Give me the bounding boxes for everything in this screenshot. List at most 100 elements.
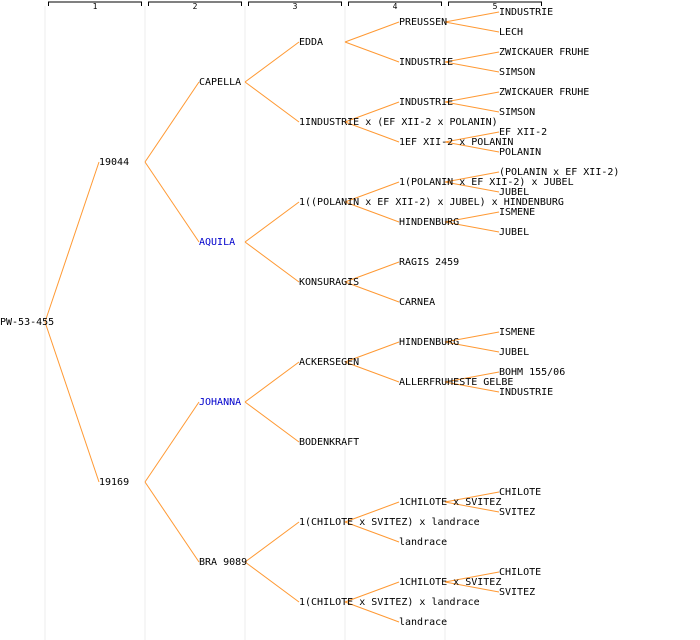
- pedigree-edge: [344, 261, 400, 283]
- pedigree-node: JOHANNA: [199, 397, 242, 408]
- pedigree-node: CAPELLA: [199, 77, 242, 88]
- pedigree-node: SIMSON: [499, 107, 536, 118]
- pedigree-edge: [444, 501, 500, 513]
- pedigree-edge: [344, 361, 400, 383]
- pedigree-node: CARNEA: [399, 297, 436, 308]
- pedigree-node: KONSURAGIS: [299, 277, 360, 288]
- pedigree-node: SIMSON: [499, 67, 536, 78]
- pedigree-node: ZWICKAUER FRUHE: [499, 87, 590, 98]
- pedigree-edge: [444, 21, 500, 33]
- pedigree-node: 1CHILOTE x SVITEZ: [399, 577, 502, 588]
- pedigree-node: landrace: [399, 537, 448, 548]
- pedigree-node: BRA 9089: [199, 557, 248, 568]
- pedigree-edge: [344, 101, 400, 123]
- pedigree-node: RAGIS 2459: [399, 257, 460, 268]
- pedigree-node: JUBEL: [499, 187, 530, 198]
- pedigree-node: PW-53-455: [0, 317, 55, 328]
- pedigree-edge: [444, 181, 500, 193]
- pedigree-node: EF XII-2: [499, 127, 548, 138]
- pedigree-node: LECH: [499, 27, 524, 38]
- pedigree-edge: [444, 491, 500, 503]
- pedigree-edge: [444, 11, 500, 23]
- pedigree-node: 1((POLANIN x EF XII-2) x JUBEL) x HINDEN…: [299, 197, 564, 208]
- pedigree-node: CHILOTE: [499, 487, 542, 498]
- pedigree-node: JUBEL: [499, 227, 530, 238]
- pedigree-edge: [444, 331, 500, 343]
- pedigree-edge: [244, 401, 300, 443]
- pedigree-edge: [344, 281, 400, 303]
- generation-label: 1: [92, 2, 98, 11]
- pedigree-edge: [144, 481, 200, 563]
- pedigree-edge: [444, 211, 500, 223]
- pedigree-node: ISMENE: [499, 327, 536, 338]
- generation-label: 4: [392, 2, 398, 11]
- pedigree-edge: [444, 371, 500, 383]
- pedigree-edge: [244, 41, 300, 83]
- pedigree-node: 1INDUSTRIE x (EF XII-2 x POLANIN): [299, 117, 498, 128]
- pedigree-edge: [44, 161, 100, 323]
- pedigree-node: INDUSTRIE: [499, 7, 554, 18]
- pedigree-node: HINDENBURG: [399, 337, 460, 348]
- pedigree-node: AQUILA: [199, 237, 236, 248]
- pedigree-node: BODENKRAFT: [299, 437, 360, 448]
- pedigree-edge: [44, 321, 100, 483]
- pedigree-node: 1EF XII-2 x POLANIN: [399, 137, 514, 148]
- generation-label: 3: [292, 2, 298, 11]
- pedigree-node: 1(CHILOTE x SVITEZ) x landrace: [299, 597, 480, 608]
- pedigree-node: HINDENBURG: [399, 217, 460, 228]
- pedigree-node: ZWICKAUER FRUHE: [499, 47, 590, 58]
- pedigree-edge: [244, 561, 300, 603]
- pedigree-edge: [444, 61, 500, 73]
- pedigree-node: SVITEZ: [499, 507, 536, 518]
- pedigree-edge: [144, 81, 200, 163]
- pedigree-node: ALLERFRUHESTE GELBE: [399, 377, 514, 388]
- pedigree-node: ACKERSEGEN: [299, 357, 360, 368]
- pedigree-edge: [444, 381, 500, 393]
- pedigree-node: SVITEZ: [499, 587, 536, 598]
- pedigree-edge: [344, 181, 400, 203]
- pedigree-edge: [244, 201, 300, 243]
- pedigree-edge: [244, 241, 300, 283]
- pedigree-node: ISMENE: [499, 207, 536, 218]
- pedigree-edge: [344, 21, 400, 43]
- pedigree-node: (POLANIN x EF XII-2): [499, 167, 620, 178]
- pedigree-node: PREUSSEN: [399, 17, 448, 28]
- pedigree-node: 1(POLANIN x EF XII-2) x JUBEL: [399, 177, 574, 188]
- pedigree-edge: [344, 501, 400, 523]
- generation-label: 5: [492, 2, 498, 11]
- pedigree-edge: [444, 131, 500, 143]
- pedigree-edge: [444, 571, 500, 583]
- pedigree-node: BOHM 155/06: [499, 367, 566, 378]
- pedigree-edge: [344, 581, 400, 603]
- pedigree-node: INDUSTRIE: [499, 387, 554, 398]
- pedigree-edge: [344, 121, 400, 143]
- pedigree-node: CHILOTE: [499, 567, 542, 578]
- pedigree-edge: [444, 91, 500, 103]
- pedigree-edge: [244, 521, 300, 563]
- pedigree-node: EDDA: [299, 37, 324, 48]
- pedigree-edge: [444, 221, 500, 233]
- pedigree-edge: [444, 51, 500, 63]
- pedigree-edge: [444, 141, 500, 153]
- pedigree-edge: [244, 361, 300, 403]
- pedigree-edge: [344, 341, 400, 363]
- pedigree-edge: [244, 81, 300, 123]
- pedigree-node: INDUSTRIE: [399, 97, 454, 108]
- pedigree-edge: [344, 601, 400, 623]
- pedigree-edge: [444, 341, 500, 353]
- generation-label: 2: [192, 2, 198, 11]
- pedigree-edge: [344, 521, 400, 543]
- pedigree-edge: [444, 581, 500, 593]
- pedigree-node: POLANIN: [499, 147, 542, 158]
- pedigree-edge: [344, 41, 400, 63]
- pedigree-edge: [144, 161, 200, 243]
- pedigree-node: landrace: [399, 617, 448, 628]
- pedigree-node: 19044: [99, 157, 130, 168]
- pedigree-edge: [444, 171, 500, 183]
- pedigree-node: INDUSTRIE: [399, 57, 454, 68]
- pedigree-edge: [344, 201, 400, 223]
- pedigree-node: 1(CHILOTE x SVITEZ) x landrace: [299, 517, 480, 528]
- pedigree-node: 19169: [99, 477, 130, 488]
- pedigree-edge: [144, 401, 200, 483]
